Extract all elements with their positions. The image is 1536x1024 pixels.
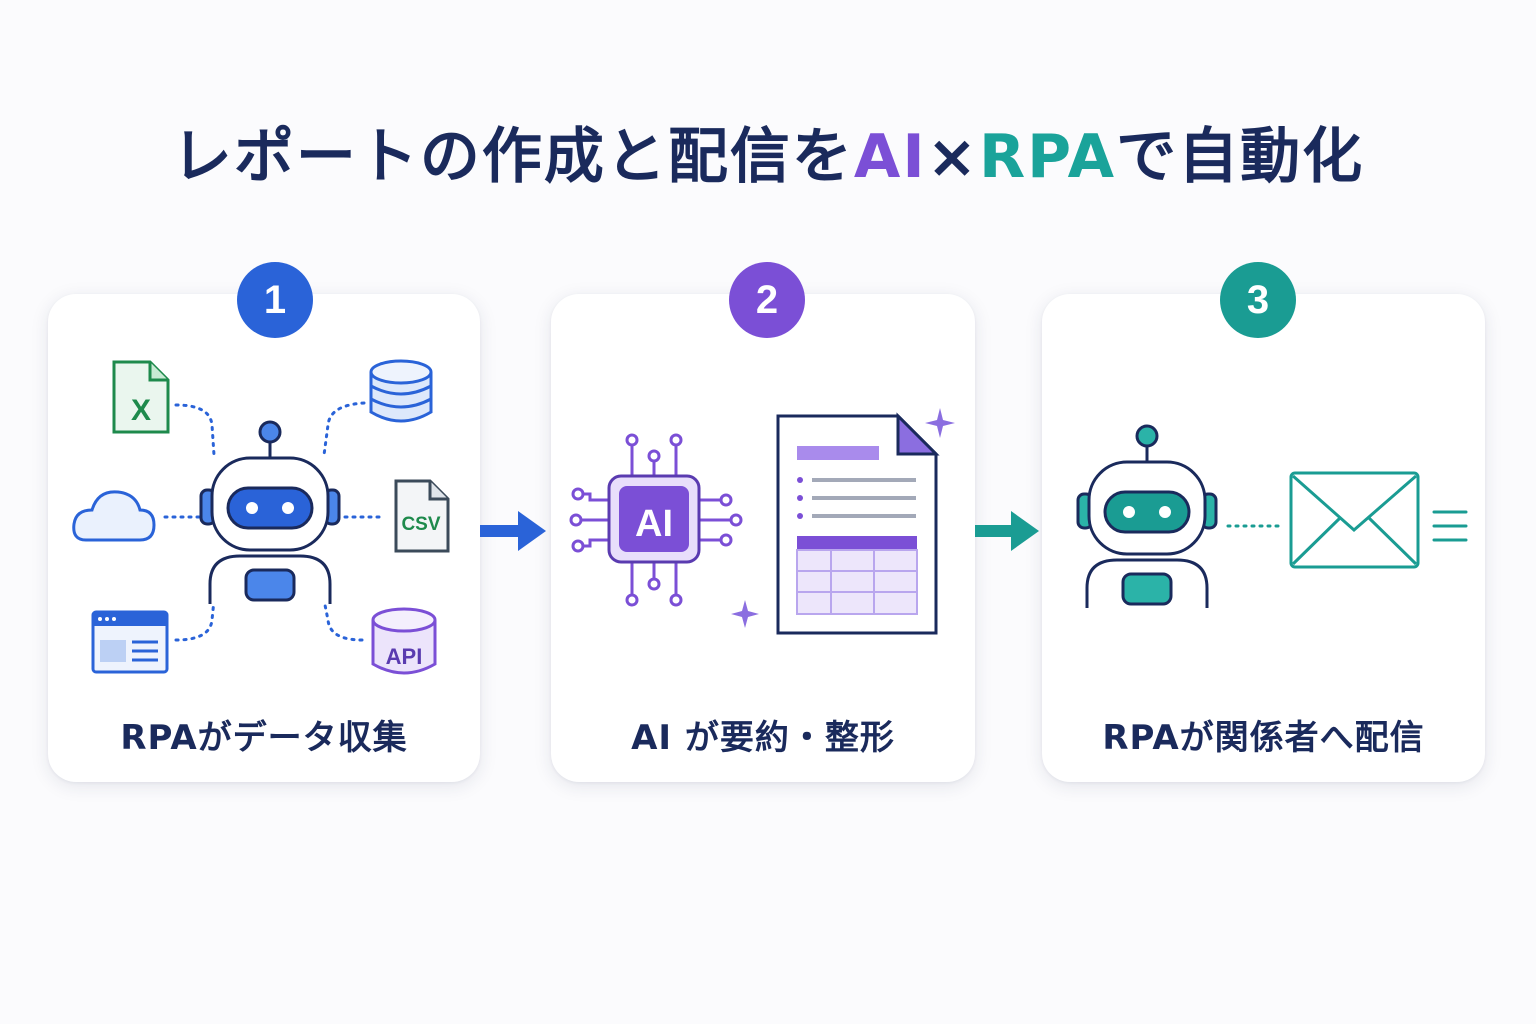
step-label-1: RPAがデータ収集 — [120, 718, 408, 758]
step-label-2: AI が要約・整形 — [631, 718, 895, 758]
sparkle-icon — [731, 408, 955, 628]
browser-window-icon — [91, 610, 169, 674]
csv-file-icon: CSV — [394, 479, 450, 553]
title-ai: AI — [853, 122, 927, 192]
report-document-icon — [776, 412, 940, 635]
title-part2: で自動化 — [1116, 122, 1365, 192]
robot-icon-blue — [199, 420, 341, 604]
dotted-connectors-step1 — [163, 401, 382, 642]
page-title: レポートの作成と配信をAI×RPAで自動化 — [0, 108, 1536, 195]
title-rpa: RPA — [978, 122, 1117, 192]
api-database-icon: API — [371, 607, 437, 675]
svg-text:API: API — [386, 644, 423, 669]
motion-lines-icon — [1432, 510, 1468, 542]
arrow-step1-to-step2 — [480, 511, 546, 551]
database-icon — [369, 359, 433, 423]
svg-text:AI: AI — [635, 503, 673, 545]
title-times: × — [926, 122, 979, 192]
envelope-icon — [1289, 471, 1420, 569]
ai-chip-icon: AI — [569, 433, 743, 607]
cloud-icon — [72, 490, 156, 542]
step-number-badge-2: 2 — [729, 262, 805, 338]
excel-file-icon: X — [112, 360, 170, 434]
robot-icon-teal — [1076, 424, 1218, 608]
step-number-badge-3: 3 — [1220, 262, 1296, 338]
step-number-badge-1: 1 — [237, 262, 313, 338]
arrow-step2-to-step3 — [975, 511, 1039, 551]
step-label-3: RPAが関係者へ配信 — [1102, 718, 1425, 758]
svg-text:X: X — [131, 394, 151, 427]
svg-text:CSV: CSV — [401, 514, 440, 535]
title-part1: レポートの作成と配信を — [171, 122, 854, 192]
